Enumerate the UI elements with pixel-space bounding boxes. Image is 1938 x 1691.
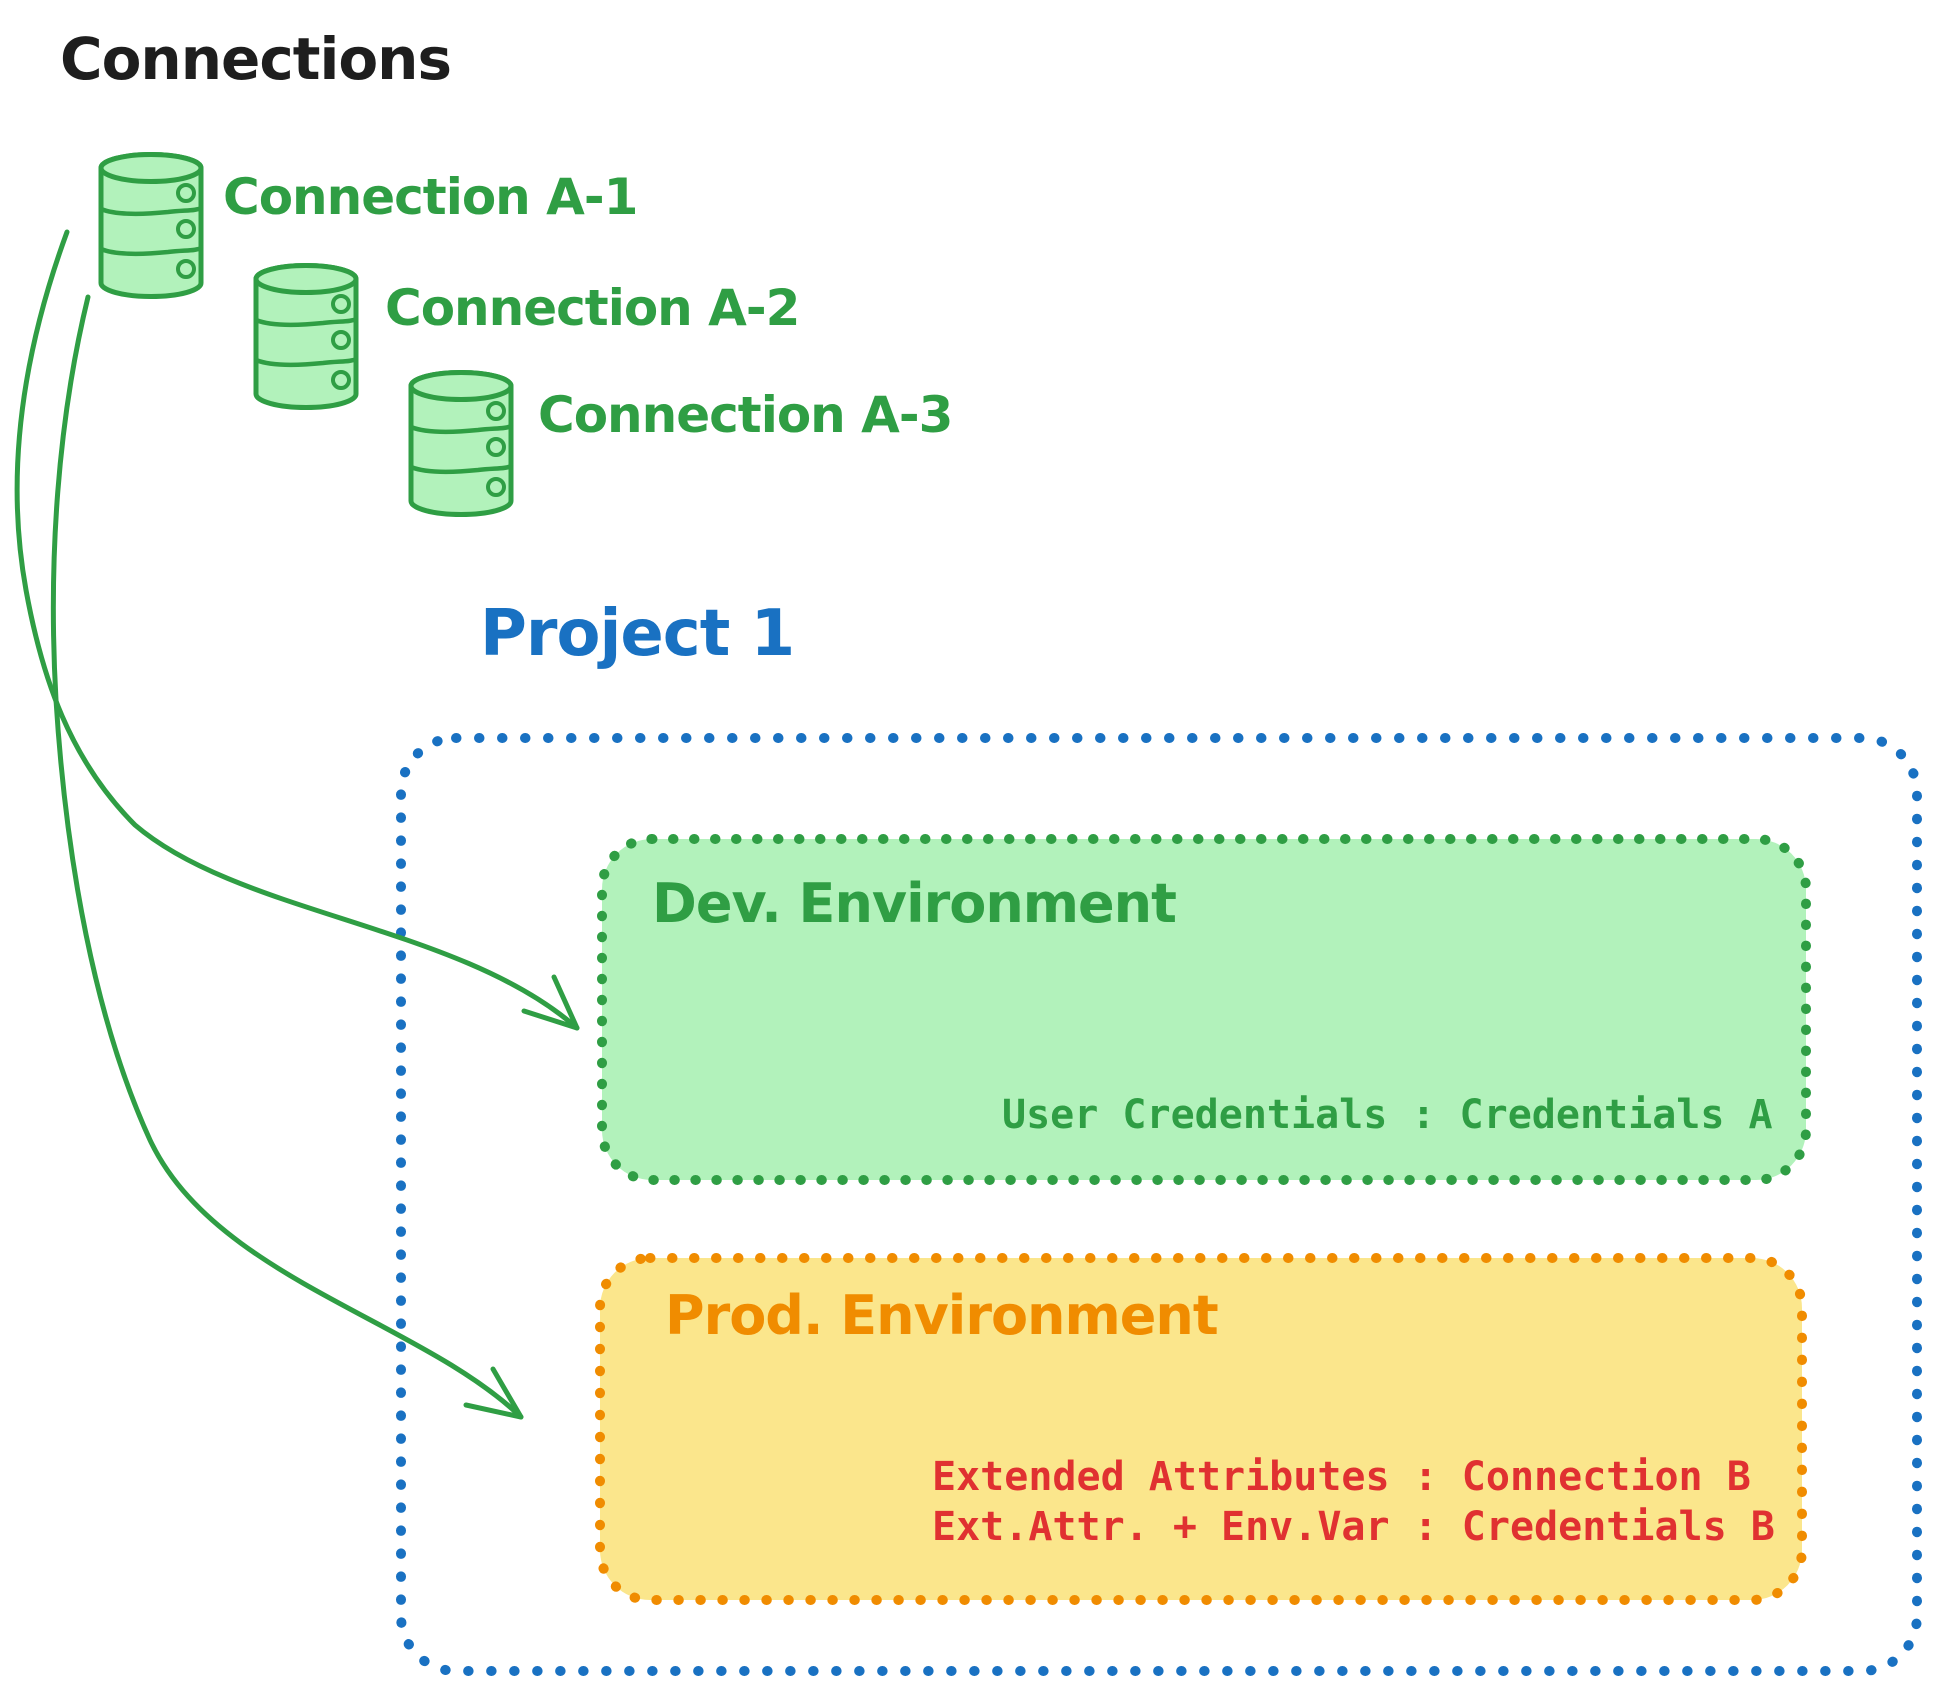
project-container-box [396, 733, 1922, 1676]
dev-environment-title: Dev. Environment [652, 872, 1177, 935]
project-title: Project 1 [480, 597, 795, 671]
database-icon-a3 [411, 373, 511, 515]
connection-a1-label: Connection A-1 [223, 168, 638, 226]
prod-environment-title: Prod. Environment [665, 1284, 1219, 1347]
dev-environment-box [597, 834, 1811, 1185]
connections-title: Connections [60, 25, 452, 93]
database-icon-a1 [101, 155, 201, 297]
arrow-to-dev-environment [14, 229, 580, 1031]
prod-attr-line1: Extended Attributes : Connection B [932, 1454, 1751, 1500]
arrow-to-prod-environment [50, 294, 524, 1420]
database-icon-a2 [256, 266, 356, 408]
connection-a3-label: Connection A-3 [538, 386, 953, 444]
prod-environment-box [595, 1253, 1807, 1605]
connection-a2-label: Connection A-2 [385, 279, 800, 337]
prod-attr-line2: Ext.Attr. + Env.Var : Credentials B [932, 1504, 1775, 1550]
dev-credentials-text: User Credentials : Credentials A [1002, 1092, 1773, 1138]
